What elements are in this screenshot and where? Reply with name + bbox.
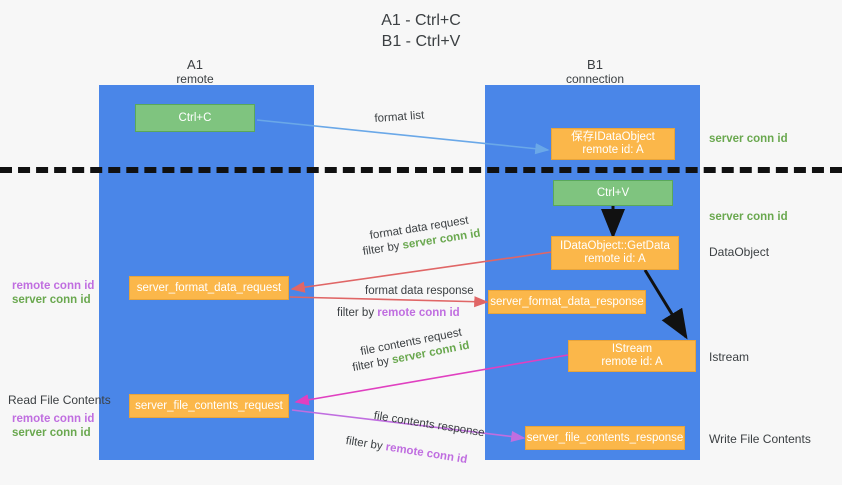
box-idataobject-line1: 保存IDataObject <box>571 131 655 143</box>
box-server-file-contents-response[interactable]: server_file_contents_response <box>525 426 685 450</box>
box-server-format-data-request-label: server_format_data_request <box>136 281 282 294</box>
page-title: A1 - Ctrl+C B1 - Ctrl+V <box>0 10 842 52</box>
arrow-label-format-list-text: format list <box>374 109 425 126</box>
box-ctrl-c-label: Ctrl+C <box>178 111 212 124</box>
box-server-file-contents-request[interactable]: server_file_contents_request <box>129 394 289 418</box>
filter-value-2: remote conn id <box>377 307 460 319</box>
box-istream[interactable]: IStream remote id: A <box>568 340 696 372</box>
box-server-file-contents-request-label: server_file_contents_request <box>135 399 283 412</box>
box-idataobject-line2: remote id: A <box>582 144 644 156</box>
column-header-b1-sub: connection <box>565 72 625 86</box>
label-remote-conn-id-2: remote conn id <box>12 413 95 425</box>
column-header-b1: B1 connection <box>530 57 660 87</box>
filter-prefix-1: filter by <box>361 240 401 259</box>
box-ctrl-v[interactable]: Ctrl+V <box>553 180 673 206</box>
title-line-2: B1 - Ctrl+V <box>381 33 461 50</box>
box-server-format-data-response[interactable]: server_format_data_response <box>488 290 646 314</box>
label-server-conn-id-mid: server conn id <box>709 211 788 223</box>
box-ctrl-v-label: Ctrl+V <box>596 186 630 199</box>
arrow-label-file-contents-response: file contents response <box>373 409 487 439</box>
box-server-format-data-response-label: server_format_data_response <box>490 295 644 308</box>
column-header-a1: A1 remote <box>130 57 260 87</box>
arrow-label-format-data-response-filter: filter by remote conn id <box>337 306 460 320</box>
column-header-a1-name: A1 <box>187 57 203 72</box>
label-server-conn-id-1: server conn id <box>12 294 91 306</box>
filter-prefix-4: filter by <box>344 434 384 453</box>
box-server-file-contents-response-label: server_file_contents_response <box>526 431 684 444</box>
filter-value-4: remote conn id <box>384 441 469 467</box>
divider-dashed <box>0 167 842 173</box>
box-istream-line1: IStream <box>611 343 653 355</box>
box-istream-line2: remote id: A <box>601 356 663 368</box>
box-getdata-line1: IDataObject::GetData <box>560 240 670 252</box>
label-read-file-contents: Read File Contents <box>8 393 111 407</box>
label-remote-conn-id-1: remote conn id <box>12 280 95 292</box>
arrow-label-format-data-request-filter: filter by server conn id <box>362 228 483 259</box>
box-server-format-data-request[interactable]: server_format_data_request <box>129 276 289 300</box>
arrow-label-file-contents-response-filter: filter by remote conn id <box>345 434 470 466</box>
filter-prefix-2: filter by <box>337 307 375 319</box>
label-server-conn-id-top: server conn id <box>709 133 788 145</box>
arrow-label-format-data-response-text: format data response <box>365 285 474 297</box>
box-idataobject[interactable]: 保存IDataObject remote id: A <box>551 128 675 160</box>
label-dataobject: DataObject <box>709 245 770 259</box>
box-getdata-line2: remote id: A <box>584 253 646 265</box>
label-server-conn-id-2: server conn id <box>12 427 91 439</box>
column-header-a1-sub: remote <box>176 72 214 86</box>
arrow-label-format-list: format list <box>374 109 425 126</box>
box-idataobject-getdata[interactable]: IDataObject::GetData remote id: A <box>551 236 679 270</box>
filter-prefix-3: filter by <box>351 355 391 375</box>
label-write-file-contents: Write File Contents <box>709 432 811 446</box>
box-ctrl-c[interactable]: Ctrl+C <box>135 104 255 132</box>
title-line-1: A1 - Ctrl+C <box>381 12 461 29</box>
label-istream: Istream <box>709 350 750 364</box>
arrow-label-file-contents-request-filter: filter by server conn id <box>352 340 473 375</box>
column-header-b1-name: B1 <box>587 57 603 72</box>
arrow-label-format-data-response: format data response <box>365 284 474 298</box>
